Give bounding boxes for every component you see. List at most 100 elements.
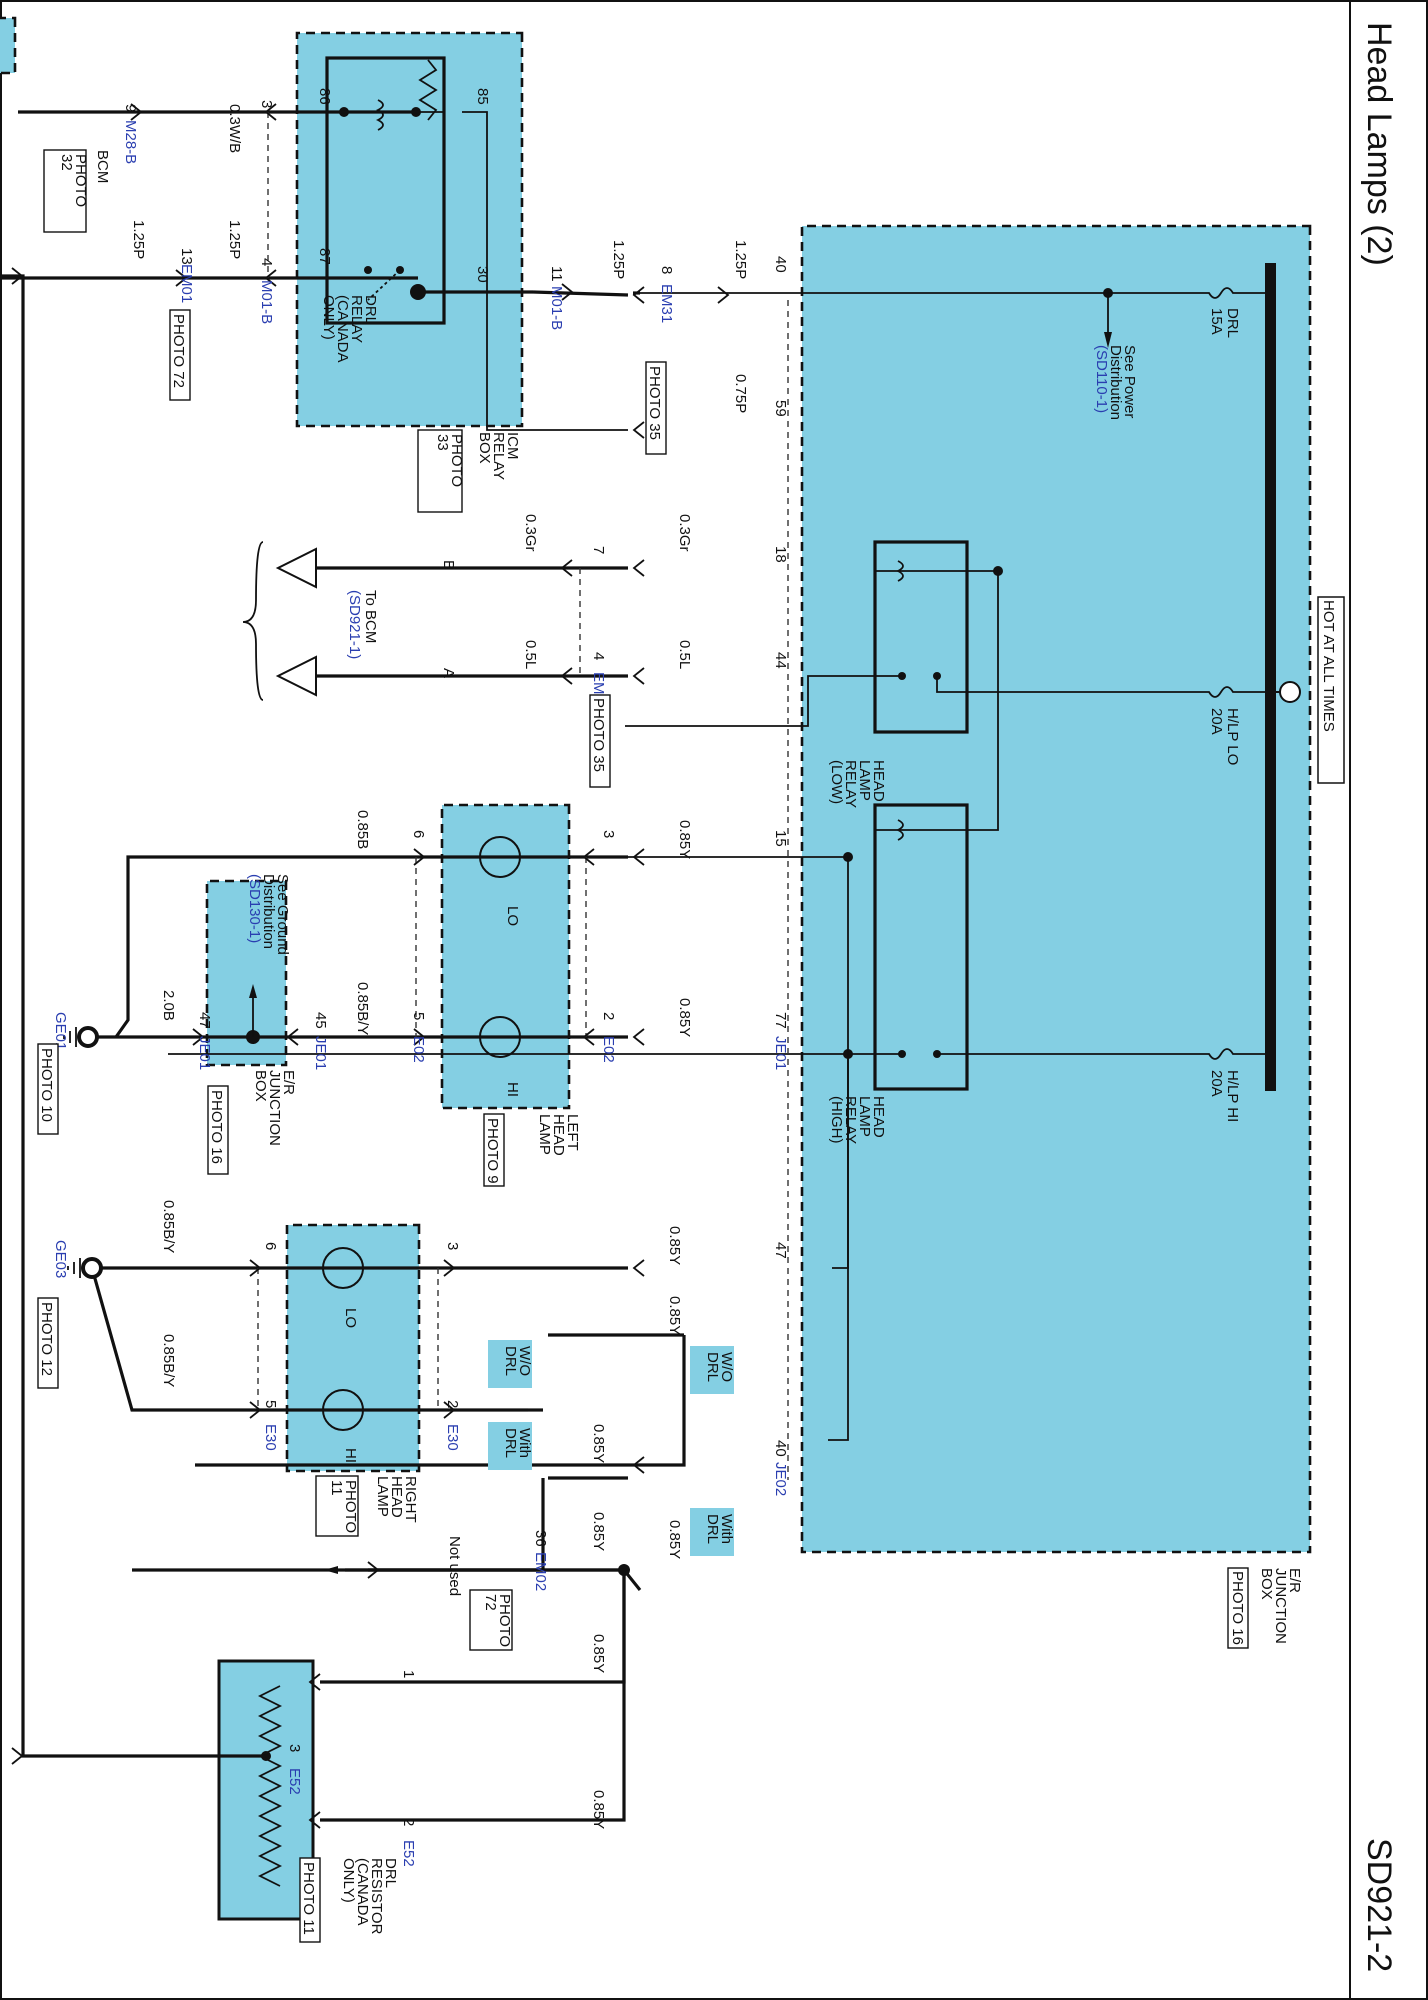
wire-03gr-a: 0.3Gr bbox=[522, 514, 539, 552]
fuse-hlp-lo bbox=[1173, 686, 1265, 698]
lhl-l1: LEFT bbox=[564, 1114, 581, 1151]
wire-125p-a: 1.25P bbox=[226, 220, 243, 259]
pin-59: 59 bbox=[772, 400, 789, 417]
wire-085b: 0.85B bbox=[354, 810, 371, 849]
conn-e02-right: E02 bbox=[600, 1036, 617, 1063]
power-ref-3: (SD110-1) bbox=[1093, 345, 1110, 413]
ge03-photo-frame bbox=[37, 1297, 59, 1389]
rhl-l3: LAMP bbox=[374, 1476, 391, 1517]
wo-drl-a-2: DRL bbox=[502, 1346, 519, 1376]
wo-drl-tag-a bbox=[488, 1340, 532, 1388]
relay-low-l2: LAMP bbox=[856, 760, 873, 801]
rhl-l2: HEAD bbox=[388, 1476, 405, 1518]
ground-ref-2: Distribution bbox=[260, 874, 277, 949]
lhl-photo: PHOTO 9 bbox=[484, 1118, 501, 1184]
conn-m01b-right: M01-B bbox=[548, 286, 565, 330]
with-drl-tag-a bbox=[488, 1422, 532, 1470]
er-junction-box-small bbox=[205, 879, 288, 1067]
fuse-drl bbox=[1173, 287, 1265, 299]
power-ref-2: Distribution bbox=[1107, 345, 1124, 420]
wire-125p-d: 1.25P bbox=[732, 240, 749, 279]
conn-je01-a: JE01 bbox=[772, 1036, 789, 1070]
ge01-photo: PHOTO 10 bbox=[38, 1048, 55, 1122]
not-used: Not used bbox=[446, 1536, 463, 1596]
conn-m28b: M28-B bbox=[122, 120, 139, 164]
wire-085y-f: 0.85Y bbox=[590, 1424, 607, 1463]
lhl-l3: LAMP bbox=[536, 1114, 553, 1155]
pin-4b: 4 bbox=[590, 652, 607, 660]
pin-2b: 2 bbox=[444, 1400, 461, 1408]
bcm-photo-frame bbox=[43, 149, 87, 233]
wo-drl-b-2: DRL bbox=[704, 1352, 721, 1382]
relay-high-body bbox=[873, 803, 969, 1091]
erjb2-l2: JUNCTION bbox=[266, 1070, 283, 1146]
with-drl-b-1: With bbox=[718, 1514, 735, 1544]
rhl-photo-2: 11 bbox=[328, 1480, 345, 1496]
drl-res-l4: ONLY) bbox=[340, 1858, 357, 1903]
pin-40b: 40 bbox=[772, 1440, 789, 1457]
relay-low-l1: HEAD bbox=[870, 760, 887, 802]
wire-20b: 2.0B bbox=[160, 990, 177, 1021]
em31-photo: PHOTO 35 bbox=[646, 366, 663, 440]
pin-3: 3 bbox=[258, 100, 275, 108]
pin-6b: 6 bbox=[262, 1242, 279, 1250]
pin-15: 15 bbox=[772, 830, 789, 847]
wire-03wb: 0.3W/B bbox=[226, 104, 243, 153]
drl-resistor-box bbox=[217, 1659, 315, 1921]
em02-photo-1: PHOTO bbox=[496, 1594, 513, 1647]
conn-ge03: GE03 bbox=[52, 1240, 69, 1278]
pin-5b: 5 bbox=[262, 1400, 279, 1408]
icm-l2: RELAY bbox=[490, 432, 507, 480]
em21-photo: PHOTO 35 bbox=[590, 698, 607, 772]
pin-2: 2 bbox=[600, 1012, 617, 1020]
bcm-label: BCM bbox=[94, 150, 111, 183]
conn-je02: JE02 bbox=[772, 1462, 789, 1496]
pin-7: 7 bbox=[590, 546, 607, 554]
rhl-l1: RIGHT bbox=[402, 1476, 419, 1523]
with-drl-b-2: DRL bbox=[704, 1514, 721, 1544]
pin-9: 9 bbox=[122, 104, 139, 112]
drl-relay-l2: RELAY bbox=[348, 295, 365, 343]
wire-085y-g: 0.85Y bbox=[590, 1512, 607, 1551]
conn-e30-b: E30 bbox=[444, 1424, 461, 1451]
conn-e30-a: E30 bbox=[262, 1424, 279, 1451]
pin-30: 30 bbox=[474, 266, 491, 283]
pin-85: 85 bbox=[474, 88, 491, 105]
fuse-lo-name: H/LP LO bbox=[1224, 708, 1241, 765]
right-head-lamp-box bbox=[285, 1223, 421, 1473]
conn-e52-b: E52 bbox=[400, 1840, 417, 1867]
fuse-hi-name: H/LP HI bbox=[1224, 1070, 1241, 1122]
fuse-hi-rating: 20A bbox=[1208, 1070, 1225, 1097]
drl-relay-l3: (CANADA bbox=[334, 295, 351, 363]
wo-drl-b-1: W/O bbox=[718, 1352, 735, 1382]
see-power-arrow bbox=[1104, 332, 1112, 348]
conn-em02: EM02 bbox=[532, 1552, 549, 1591]
fuse-lo-rating: 20A bbox=[1208, 708, 1225, 735]
wire-085y-c: 0.85Y bbox=[666, 1226, 683, 1265]
wire-085y-e: 0.85Y bbox=[666, 1520, 683, 1559]
pin-3c: 3 bbox=[444, 1242, 461, 1250]
wo-drl-tag-b bbox=[690, 1346, 734, 1394]
banner-frame bbox=[1317, 596, 1345, 784]
ge03-photo: PHOTO 12 bbox=[38, 1302, 55, 1376]
erjb2-l3: BOX bbox=[252, 1070, 269, 1102]
erjb-photo-frame bbox=[1227, 1567, 1249, 1649]
wire-125p-c: 1.25P bbox=[610, 240, 627, 279]
relay-high-l1: HEAD bbox=[870, 1096, 887, 1138]
pin-5: 5 bbox=[410, 1012, 427, 1020]
pin-44: 44 bbox=[772, 652, 789, 669]
drl-res-l2: RESISTOR bbox=[368, 1858, 385, 1935]
relay-low-body bbox=[873, 540, 969, 734]
pin-1: 1 bbox=[400, 1670, 417, 1678]
rhl-photo-frame bbox=[315, 1475, 359, 1537]
with-drl-a-1: With bbox=[516, 1428, 533, 1458]
pin-3b: 3 bbox=[600, 830, 617, 838]
drl-relay-l1: DRL bbox=[362, 295, 379, 325]
pin-13: 13 bbox=[178, 248, 195, 265]
left-hi-text: HI bbox=[504, 1082, 521, 1097]
pin-8: 8 bbox=[658, 266, 675, 274]
left-lo-text: LO bbox=[504, 906, 521, 926]
with-drl-a-2: DRL bbox=[502, 1428, 519, 1458]
bcm-box bbox=[0, 16, 17, 75]
